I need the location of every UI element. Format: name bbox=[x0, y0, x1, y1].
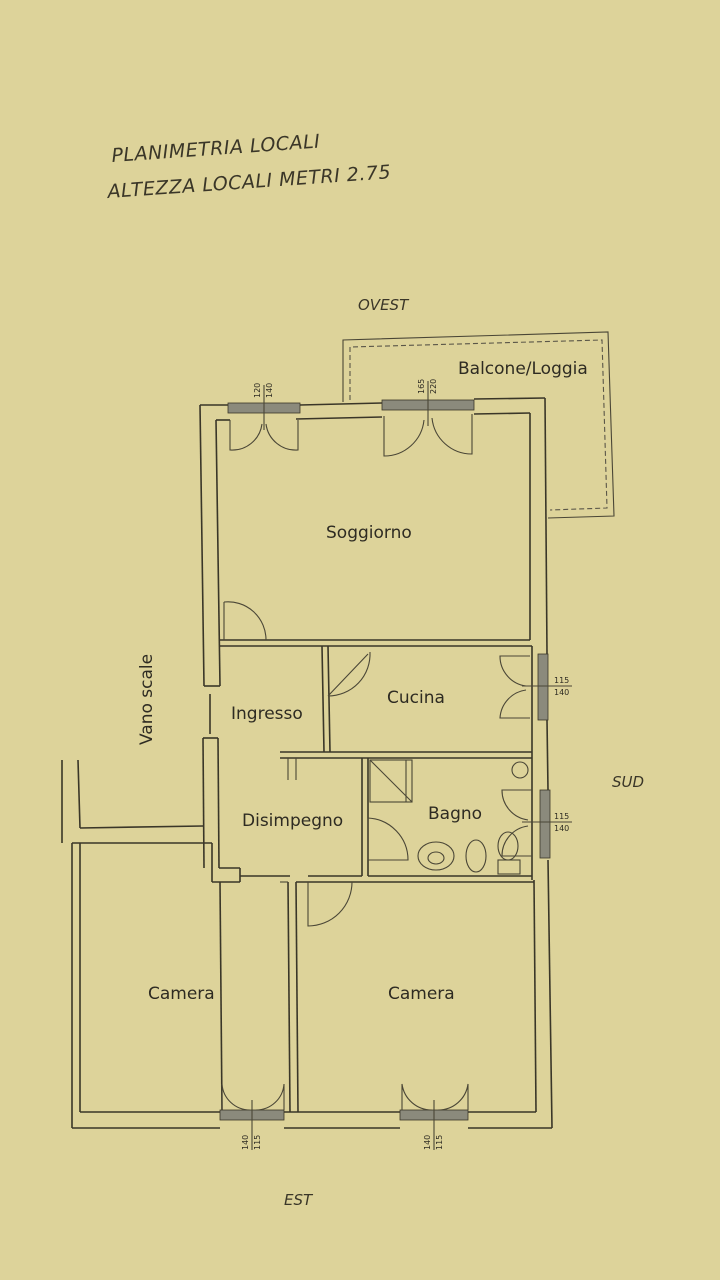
balcony bbox=[342, 331, 615, 519]
sink-icon bbox=[417, 841, 455, 871]
win-cucina-w: 115 bbox=[554, 676, 569, 685]
doors bbox=[221, 414, 532, 1111]
plan-title: PLANIMETRIA LOCALI bbox=[111, 130, 321, 167]
bidet-icon bbox=[465, 839, 487, 873]
compass-sud: SUD bbox=[612, 773, 644, 791]
room-camera-right: Camera bbox=[388, 984, 455, 1004]
bathroom-fixtures bbox=[369, 759, 529, 875]
compass-est: EST bbox=[284, 1191, 314, 1209]
win-bagno-w: 115 bbox=[554, 812, 569, 821]
room-cucina: Cucina bbox=[387, 688, 445, 708]
room-soggiorno: Soggiorno bbox=[326, 523, 412, 543]
room-camera-left: Camera bbox=[148, 984, 215, 1004]
win-camera-left-h: 115 bbox=[253, 1135, 262, 1150]
win-bagno-h: 140 bbox=[554, 824, 569, 833]
stair-well: Vano scale bbox=[61, 654, 204, 843]
win-soggiorno-right-h: 220 bbox=[429, 379, 438, 394]
stair-well-label: Vano scale bbox=[137, 654, 157, 745]
room-balcone: Balcone/Loggia bbox=[458, 359, 588, 379]
windows: 120 140 165 220 115 140 115 140 140 115 … bbox=[219, 379, 572, 1150]
win-camera-right-h: 115 bbox=[435, 1135, 444, 1150]
room-disimpegno: Disimpegno bbox=[242, 811, 343, 831]
win-camera-left-w: 140 bbox=[241, 1135, 250, 1150]
win-soggiorno-left-w: 120 bbox=[253, 383, 262, 398]
win-camera-right-w: 140 bbox=[423, 1135, 432, 1150]
room-height-note: ALTEZZA LOCALI METRI 2.75 bbox=[105, 161, 392, 203]
win-soggiorno-left-h: 140 bbox=[265, 383, 274, 398]
room-bagno: Bagno bbox=[428, 804, 482, 824]
win-soggiorno-right-w: 165 bbox=[417, 379, 426, 394]
compass-ovest: OVEST bbox=[358, 296, 410, 314]
boiler-icon bbox=[511, 761, 529, 779]
room-ingresso: Ingresso bbox=[231, 704, 303, 724]
outer-walls bbox=[71, 397, 553, 1129]
win-cucina-h: 140 bbox=[554, 688, 569, 697]
